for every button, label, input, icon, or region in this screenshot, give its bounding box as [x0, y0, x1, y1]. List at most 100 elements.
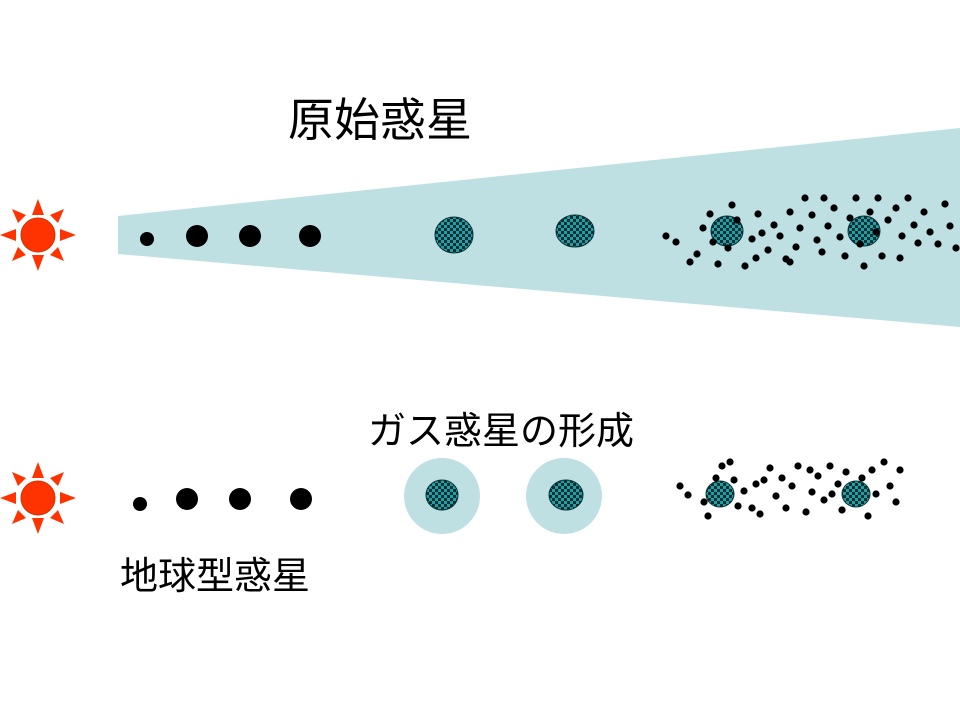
debris-particle — [662, 232, 670, 240]
debris-particle — [718, 462, 726, 470]
debris-particle — [910, 221, 918, 229]
debris-particle — [802, 508, 810, 516]
debris-particle — [813, 236, 821, 244]
debris-particle — [686, 258, 694, 266]
debris-particle — [830, 204, 838, 212]
debris-particle — [842, 468, 850, 476]
debris-particle — [898, 232, 906, 240]
debris-particle — [699, 224, 707, 232]
debris-particle — [778, 474, 786, 482]
debris-particle — [834, 480, 842, 488]
debris-particle — [788, 482, 796, 490]
gas-core-icon — [841, 480, 871, 508]
debris-particle — [874, 194, 882, 202]
protoplanetary-disk — [118, 128, 960, 327]
planetesimal-dot — [290, 488, 312, 510]
planetesimal-dot — [140, 232, 154, 246]
debris-particle — [748, 235, 756, 243]
debris-particle — [752, 480, 760, 488]
debris-particle — [892, 204, 900, 212]
debris-particle — [772, 492, 780, 500]
planetesimal-dot — [239, 225, 261, 247]
gas-core-icon — [548, 479, 584, 511]
debris-particle — [858, 474, 866, 482]
gas-core-icon — [434, 216, 474, 254]
debris-particle — [878, 252, 886, 260]
debris-particle — [782, 504, 790, 512]
debris-particle — [700, 498, 708, 506]
debris-particle — [846, 214, 854, 222]
debris-particle — [886, 482, 894, 490]
terrestrial-planet-label: 地球型惑星 — [120, 554, 311, 598]
debris-particle — [868, 466, 876, 474]
debris-particle — [864, 512, 872, 520]
debris-particle — [826, 462, 834, 470]
debris-particle — [676, 482, 684, 490]
debris-particle — [730, 476, 738, 484]
debris-particle — [794, 462, 802, 470]
debris-particle — [884, 216, 892, 224]
gas-core-icon — [847, 215, 881, 247]
debris-particle — [808, 488, 816, 496]
debris-particle — [709, 238, 717, 246]
planetesimal-dot — [176, 488, 198, 510]
debris-particle — [704, 512, 712, 520]
debris-particle — [733, 216, 741, 224]
debris-particle — [926, 228, 934, 236]
debris-particle — [684, 491, 692, 499]
gas-core-icon — [705, 480, 735, 508]
debris-particle — [856, 240, 864, 248]
debris-particle — [836, 233, 844, 241]
debris-particle — [808, 211, 816, 219]
debris-particle — [818, 248, 826, 256]
debris-particle — [896, 466, 904, 474]
debris-particle — [792, 243, 800, 251]
debris-particle — [828, 490, 836, 498]
gas-core-icon — [555, 214, 595, 248]
debris-particle — [734, 502, 742, 510]
planetesimal-dot — [229, 488, 251, 510]
debris-particle — [770, 221, 778, 229]
gas-planet-formation-label: ガス惑星の形成 — [368, 409, 635, 453]
debris-particle — [806, 466, 814, 474]
debris-particle — [754, 210, 762, 218]
debris-particle — [693, 250, 701, 258]
debris-particle — [766, 464, 774, 472]
debris-particle — [776, 232, 784, 240]
planetesimal-dot — [133, 497, 147, 511]
planetesimal-dot — [186, 225, 208, 247]
debris-particle — [866, 208, 874, 216]
debris-particle — [892, 498, 900, 506]
debris-particle — [904, 194, 912, 202]
debris-particle — [756, 510, 764, 518]
gas-core-icon — [425, 479, 459, 511]
planetesimal-dot — [299, 225, 321, 247]
debris-particle — [841, 252, 849, 260]
debris-particle — [801, 194, 809, 202]
debris-particle — [726, 458, 734, 466]
debris-particle — [672, 238, 680, 246]
protoplanet-label: 原始惑星 — [288, 93, 472, 147]
debris-particle — [714, 260, 722, 268]
debris-particle — [820, 496, 828, 504]
debris-particle — [786, 208, 794, 216]
debris-particle — [728, 201, 736, 209]
debris-particle — [920, 208, 928, 216]
debris-particle — [880, 458, 888, 466]
debris-particle — [752, 254, 760, 262]
debris-particle — [796, 224, 804, 232]
debris-particle — [764, 246, 772, 254]
debris-particle — [712, 474, 720, 482]
debris-particle — [946, 222, 954, 230]
debris-particle — [814, 472, 822, 480]
debris-particle — [724, 244, 732, 252]
debris-particle — [852, 194, 860, 202]
debris-particle — [860, 262, 868, 270]
debris-particle — [896, 254, 904, 262]
debris-particle — [786, 258, 794, 266]
debris-particle — [838, 506, 846, 514]
debris-particle — [740, 487, 748, 495]
debris-particle — [934, 240, 942, 248]
debris-particle — [914, 239, 922, 247]
